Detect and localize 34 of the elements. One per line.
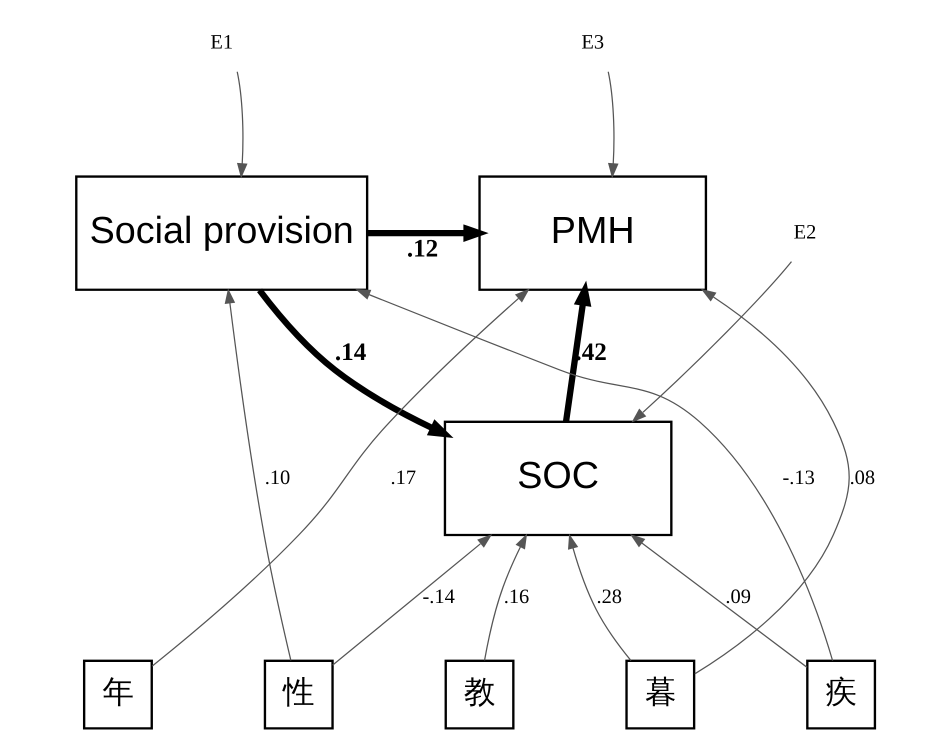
arrow — [483, 534, 527, 660]
edge-label: -.13 — [782, 466, 814, 489]
node-text: E1 — [210, 31, 233, 54]
node-box: PMH — [478, 175, 707, 291]
edge-label: .16 — [503, 586, 529, 608]
node-box: 暮 — [624, 660, 695, 730]
arrow — [236, 72, 248, 178]
arrow — [256, 288, 453, 438]
node-text: E2 — [793, 222, 816, 244]
edge-label: .14 — [334, 339, 366, 366]
arrow — [224, 288, 291, 661]
node-box: 性 — [263, 660, 334, 730]
arrow — [607, 72, 618, 178]
node-box: SOC — [443, 420, 672, 536]
arrow — [694, 288, 850, 674]
edge-label: .17 — [390, 466, 416, 489]
arrow — [354, 289, 833, 661]
node-box: Social provision — [74, 175, 368, 291]
arrow — [631, 261, 792, 423]
edge-label: .08 — [849, 466, 875, 489]
arrow — [630, 534, 807, 668]
arrow — [567, 534, 631, 661]
node-box: 疾 — [806, 660, 876, 730]
edge-label: .12 — [406, 235, 438, 262]
edge-label: -.14 — [422, 586, 454, 608]
edge-label: .09 — [724, 586, 750, 608]
node-box: 教 — [444, 660, 514, 730]
arrow — [332, 534, 492, 666]
arrow — [366, 224, 488, 242]
node-text: E3 — [580, 31, 604, 54]
node-box: 年 — [82, 660, 152, 730]
arrow — [151, 288, 530, 667]
edge-label: .10 — [264, 466, 290, 489]
edge-label: .28 — [596, 586, 622, 608]
